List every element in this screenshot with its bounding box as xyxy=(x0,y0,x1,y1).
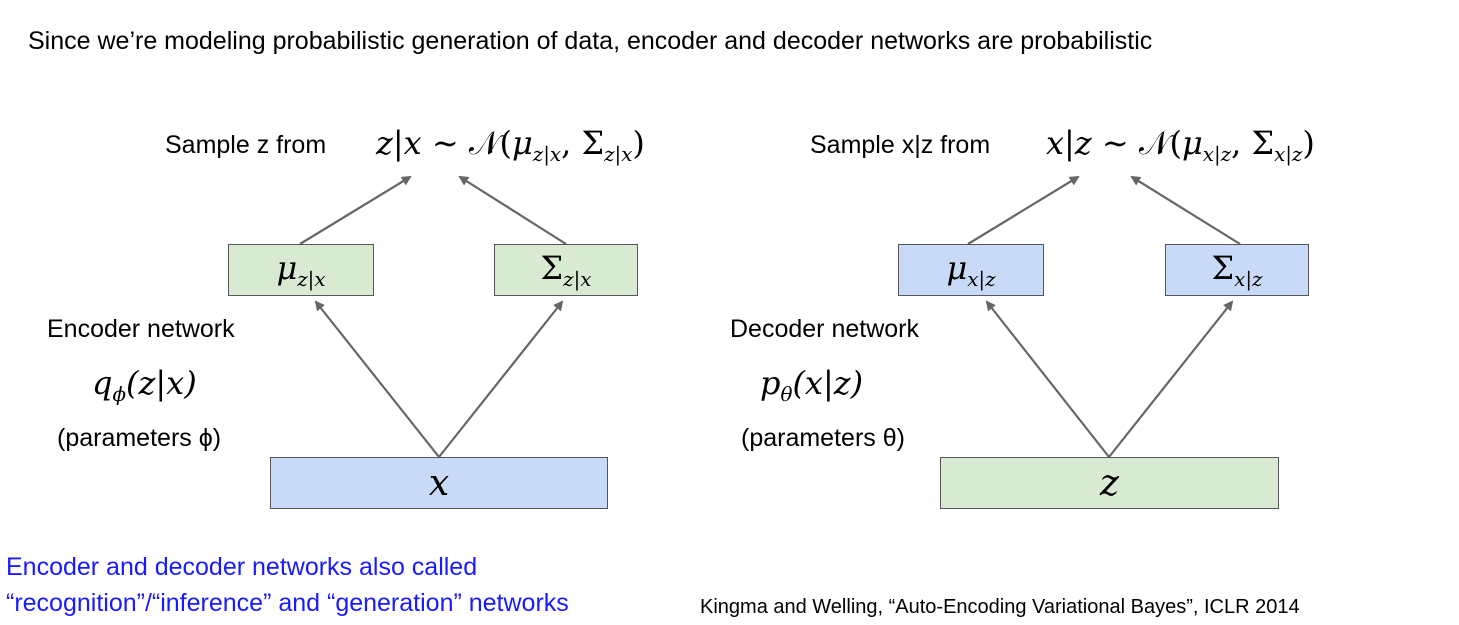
decoder-network-label: Decoder network xyxy=(730,315,919,343)
decoder-mu-box: μx|z xyxy=(898,244,1044,296)
arrow-mu-to-sample-encoder xyxy=(299,175,412,245)
note-line-2: “recognition”/“inference” and “generatio… xyxy=(6,589,569,617)
arrow-sigma-to-sample-encoder xyxy=(458,175,567,245)
encoder-network-label: Encoder network xyxy=(47,315,235,343)
arrow-mu-to-sample-decoder xyxy=(967,175,1080,245)
citation: Kingma and Welling, “Auto-Encoding Varia… xyxy=(700,596,1300,618)
decoder-sample-label: Sample x|z from xyxy=(810,131,991,159)
encoder-sample-label: Sample z from xyxy=(165,131,327,159)
arrow-x-to-sigma-encoder xyxy=(438,300,564,458)
decoder-input-box-z: z xyxy=(940,457,1279,509)
encoder-params-label: (parameters ϕ) xyxy=(57,424,222,452)
normal-dist-symbol: 𝒩 xyxy=(1138,124,1170,162)
arrow-x-to-mu-encoder xyxy=(314,300,440,458)
encoder-dist-formula: qϕ(z|x) xyxy=(92,364,197,406)
arrow-z-to-mu-decoder xyxy=(985,300,1110,458)
encoder-sample-lhs: z|x ∼ xyxy=(376,124,469,162)
decoder-sigma-box: Σx|z xyxy=(1165,244,1309,296)
note-line-1: Encoder and decoder networks also called xyxy=(6,553,478,581)
encoder-mu-box: μz|x xyxy=(228,244,374,296)
decoder-sample-formula: x|z ∼ 𝒩(μx|z, Σx|z) xyxy=(1046,124,1315,166)
arrow-z-to-sigma-decoder xyxy=(1108,300,1234,458)
arrow-sigma-to-sample-decoder xyxy=(1130,175,1241,245)
decoder-dist-formula: pθ(x|z) xyxy=(760,364,864,406)
decoder-params-label: (parameters θ) xyxy=(741,424,905,452)
encoder-input-box-x: x xyxy=(270,457,608,509)
encoder-sample-formula: z|x ∼ 𝒩(μz|x, Σz|x) xyxy=(376,124,645,166)
slide-heading: Since we’re modeling probabilistic gener… xyxy=(28,27,1153,55)
decoder-sample-lhs: x|z ∼ xyxy=(1046,124,1139,162)
normal-dist-symbol: 𝒩 xyxy=(468,124,500,162)
encoder-sigma-box: Σz|x xyxy=(494,244,638,296)
